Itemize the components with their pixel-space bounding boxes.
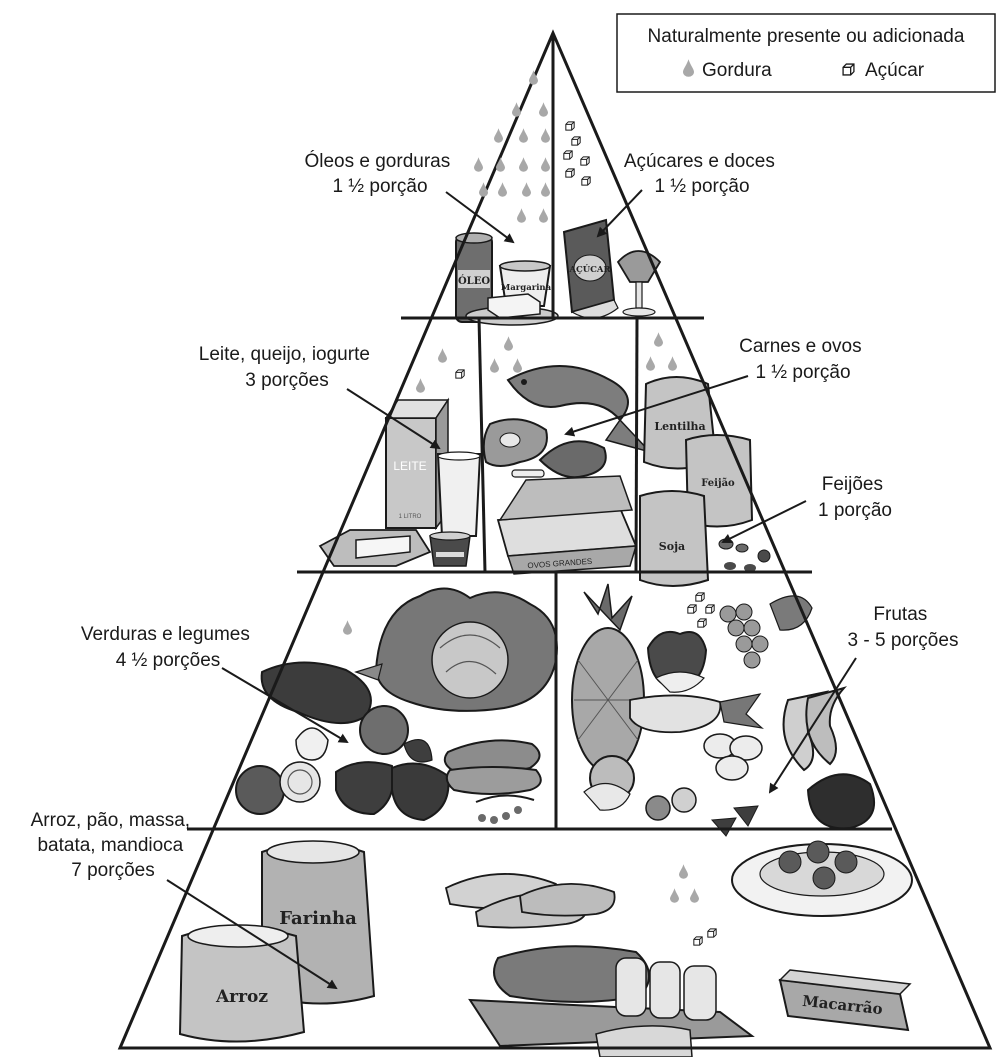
yogurt-cup — [430, 532, 470, 566]
bell-pepper — [336, 762, 449, 820]
lettuce — [376, 588, 557, 710]
bread-board — [470, 946, 752, 1057]
milk-label: LEITE — [393, 459, 426, 473]
apple — [648, 632, 706, 692]
lemons — [704, 734, 762, 780]
spaghetti-plate — [732, 841, 912, 916]
loose-beans — [719, 539, 770, 572]
oil-label: ÓLEO — [458, 275, 490, 287]
corn-cobs — [446, 874, 615, 928]
sundae-glass — [618, 251, 660, 316]
pasta-box: Macarrão — [780, 970, 910, 1030]
arrow-sugars — [598, 190, 642, 236]
label-meat: Carnes e ovos 1 ½ porção — [739, 336, 867, 383]
sugar-cube-icon — [843, 64, 854, 75]
sugar-label: AÇÚCAR — [568, 263, 611, 275]
grapes — [720, 596, 812, 668]
legend-fat-label: Gordura — [702, 60, 772, 81]
cheese-plate — [320, 530, 430, 566]
bean-label: Feijão — [701, 478, 735, 489]
divider-middle-right — [636, 318, 637, 572]
label-dairy: Leite, queijo, iogurte 3 porções — [199, 344, 375, 391]
peas — [476, 795, 534, 824]
legend-sugar-label: Açúcar — [865, 60, 925, 81]
label-vegetables: Verduras e legumes 4 ½ porções — [81, 624, 255, 671]
milk-glass — [438, 452, 480, 536]
legend: Naturalmente presente ou adicionada Gord… — [617, 14, 995, 92]
label-beans: Feijões 1 porção — [818, 474, 892, 521]
lentil-label: Lentilha — [654, 420, 705, 433]
label-sugars: Açúcares e doces 1 ½ porção — [624, 151, 780, 197]
label-grains: Arroz, pão, massa, batata, mandioca 7 po… — [31, 810, 196, 881]
soy-label: Soja — [659, 540, 685, 553]
kiwi — [646, 788, 696, 820]
legend-title: Naturalmente presente ou adicionada — [648, 26, 965, 47]
rice-sack: Arroz — [180, 925, 304, 1042]
sugar-bag: AÇÚCAR — [564, 220, 618, 318]
milk-sublabel: 1 LITRO — [399, 514, 422, 520]
margarine-label: Margarina — [501, 283, 552, 293]
label-fruits: Frutas 3 - 5 porções — [848, 604, 959, 651]
avocado — [808, 774, 874, 828]
strawberries — [712, 806, 758, 836]
onion — [236, 762, 320, 814]
egg-carton: OVOS GRANDES — [498, 476, 636, 574]
tomato — [360, 706, 432, 762]
label-oils: Óleos e gorduras 1 ½ porção — [304, 150, 455, 197]
rice-label: Arroz — [215, 987, 268, 1007]
garlic — [296, 728, 328, 760]
flour-label: Farinha — [279, 908, 357, 929]
steak — [484, 419, 547, 466]
pineapple — [572, 584, 644, 772]
pineapple-slice — [630, 694, 762, 732]
cucumbers — [445, 740, 541, 794]
